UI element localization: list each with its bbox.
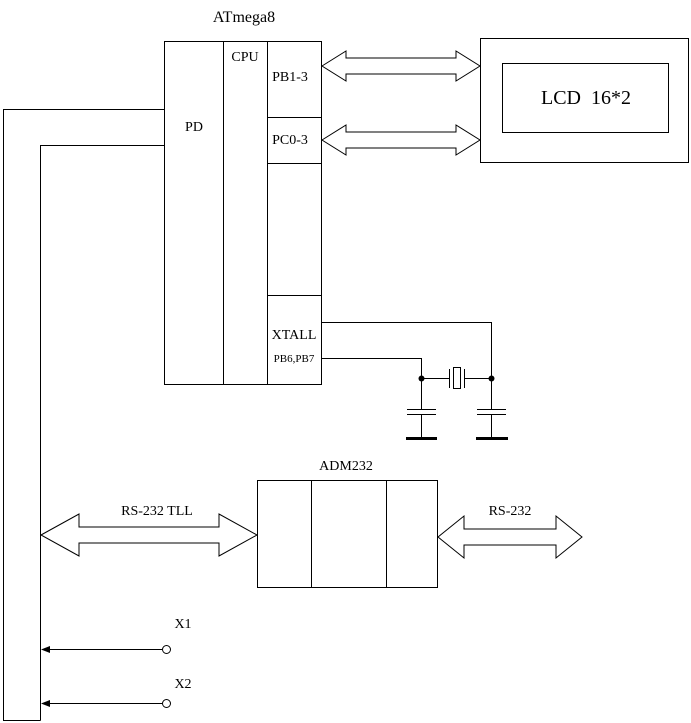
adm-outline bbox=[257, 480, 438, 588]
port-c-label: PC0-3 bbox=[272, 133, 308, 148]
pd-label: PD bbox=[185, 120, 203, 135]
lcd-screen bbox=[502, 63, 669, 133]
input-x1-label: X1 bbox=[174, 617, 191, 632]
mcu-outline bbox=[164, 41, 322, 385]
port-c-bus-arrow bbox=[321, 124, 481, 156]
lcd-label: LCD 16*2 bbox=[541, 87, 631, 109]
junction-dot-right bbox=[488, 375, 495, 382]
rs232-label: RS-232 bbox=[489, 504, 532, 519]
port-b-bus-arrow bbox=[321, 50, 481, 82]
ttl-label: RS-232 TLL bbox=[121, 504, 193, 519]
terminal-icon bbox=[162, 645, 171, 654]
terminal-icon bbox=[162, 699, 171, 708]
arrowhead-icon bbox=[41, 700, 50, 707]
lcd-outer bbox=[480, 38, 689, 163]
mcu-block: PD CPU PB1-3 PC0-3 XTALL PB6,PB7 bbox=[164, 41, 322, 385]
xtal1-wire bbox=[321, 322, 492, 410]
lcd-module: LCD 16*2 bbox=[480, 38, 689, 163]
xtal-pins-label: PB6,PB7 bbox=[274, 353, 315, 365]
pd-bus-inner bbox=[40, 145, 165, 721]
adm232-block bbox=[257, 480, 438, 588]
crystal-circuit bbox=[321, 322, 508, 440]
arrowhead-icon bbox=[41, 646, 50, 653]
cpu-label: CPU bbox=[231, 50, 258, 65]
xtal-label: XTALL bbox=[272, 328, 317, 343]
port-b-label: PB1-3 bbox=[272, 70, 308, 85]
pd-bus bbox=[3, 109, 165, 721]
input-x1: X1 bbox=[41, 617, 192, 654]
xtal2-wire bbox=[321, 358, 422, 410]
adm-title: ADM232 bbox=[319, 459, 373, 474]
mcu-title: ATmega8 bbox=[213, 9, 275, 26]
rs232-bus-arrow bbox=[437, 514, 583, 560]
crystal-icon bbox=[453, 367, 461, 389]
input-x2-label: X2 bbox=[174, 677, 191, 692]
pd-bus-outer bbox=[3, 109, 165, 721]
input-x2: X2 bbox=[41, 677, 192, 708]
junction-dot-left bbox=[418, 375, 425, 382]
ttl-bus-arrow bbox=[39, 513, 259, 557]
